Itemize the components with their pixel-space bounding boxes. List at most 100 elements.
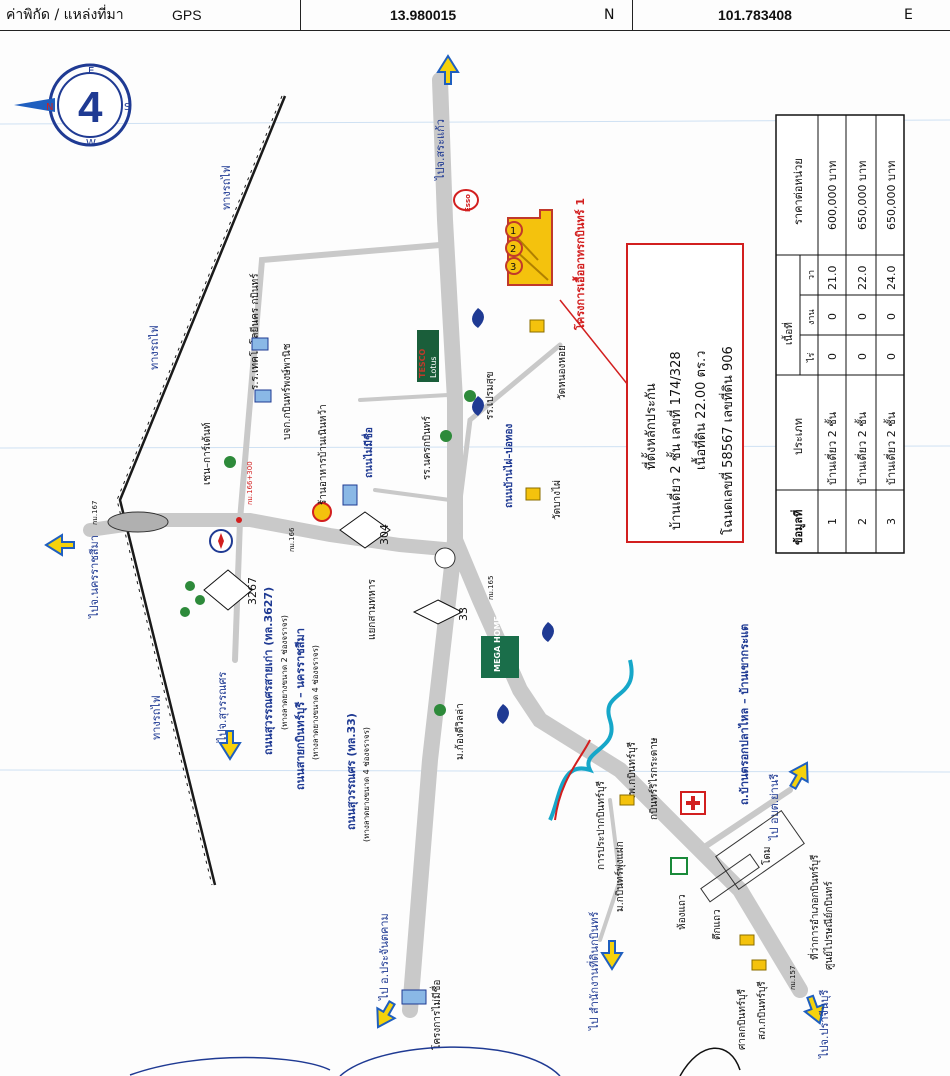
dome-building (700, 809, 805, 903)
label-police: สภ.กบินทร์บุรี (756, 981, 768, 1040)
row-no: 2 (856, 518, 869, 525)
compass-s: S (124, 102, 130, 113)
row-price: 650,000 บาท (885, 161, 898, 230)
label-no-name-road: ถนนไม่มีชื่อ (361, 427, 375, 478)
tree-icon (185, 581, 195, 591)
label-km167: กม.167 (91, 501, 99, 525)
row-wa: 21.0 (826, 266, 839, 291)
tree-icon (440, 430, 452, 442)
compass-w: W (86, 138, 96, 149)
signature-scribble (339, 1046, 561, 1076)
table-frame (775, 114, 905, 554)
label-km-marker: กม.166+300 (246, 461, 254, 505)
tree-icon (464, 390, 476, 402)
house-icons (525, 319, 767, 971)
tree-icon (224, 456, 236, 468)
compass-arrow-icon (14, 98, 55, 112)
label-road-ban-tonpla: ถ.บ้านตรอกปลาไหล – บ้านเขากระแต (737, 624, 751, 805)
label-school-nakhon: รร.นครกบินทร์ (421, 415, 433, 480)
label-court: ศาลกบินทร์บุรี (736, 988, 748, 1050)
label-to-land-office: ไป สำนักงานที่ดินกบินทร์ (586, 912, 601, 1031)
label-waterworks: การประปากบินทร์บุรี (595, 780, 607, 870)
road-obt (697, 787, 793, 853)
label-to-prachinburi: ไปจ.ปราจีนบุรี (818, 990, 831, 1059)
tree-icon (180, 607, 190, 617)
compass-4-icon: 4 (78, 83, 103, 132)
building-icons (251, 337, 427, 1005)
info-line-2: บ้านเดี่ยว 2 ชั้น เลขที่ 174/328 (666, 351, 684, 530)
table-sub-wa: วา (807, 270, 817, 280)
label-to-sa-kaeo: ไปจ.สระแก้ว (434, 119, 447, 181)
railway-line (118, 95, 287, 886)
compass-inner (57, 72, 123, 138)
row-rai: 0 (826, 353, 839, 360)
label-to-korat: ไปจ.นครราชสีมา (88, 535, 101, 619)
shell-icon (312, 502, 332, 522)
label-km165: กม.165 (487, 576, 495, 600)
row-no: 3 (885, 518, 898, 525)
row-price: 650,000 บาท (856, 161, 869, 230)
marker-2-label: 2 (510, 244, 516, 255)
header-divider (632, 0, 633, 30)
lotus-tesco-icon (417, 330, 439, 382)
label-road-korat: ถนนสายกบินทร์บุรี – นครราชสีมา (294, 628, 308, 790)
label-dome: โดม (760, 847, 773, 865)
railway-ticks (116, 95, 283, 886)
ptt-icons (472, 308, 554, 724)
rail-crossing (107, 511, 169, 533)
tree-icon (195, 595, 205, 605)
label-to-prachantakham: ไป อ.ประจันตคาม (378, 913, 391, 1001)
river (548, 659, 634, 821)
road-land-office (598, 798, 623, 942)
row-rai: 0 (885, 353, 898, 360)
label-project: โครงการเอื้ออาทรกบินทร์ 1 (572, 198, 587, 331)
label-route-304: 304 (378, 524, 391, 545)
label-tesco: TESCO (418, 348, 427, 378)
ptt-icon (497, 704, 509, 724)
house-icon (751, 959, 767, 971)
label-road-korat-sub: (ทางลาดยางขนาด 4 ช่องจราจร) (311, 645, 320, 760)
label-post-center: ศูนย์ไปรษณีย์กบินทร์ (823, 881, 835, 970)
latitude-suffix: N (604, 7, 615, 23)
label-mega-home: MEGA HOME (493, 616, 502, 672)
label-school-prem: รร.เปรมสุข (485, 371, 496, 420)
label-kabin-paper: กบินทร์ริไรกระดาษ (648, 737, 660, 820)
row-price: 600,000 บาท (826, 161, 839, 230)
label-wat-bang-phai: วัดบางไผ่ (551, 480, 563, 520)
marker-2-icon (505, 239, 523, 257)
row-rai: 0 (856, 353, 869, 360)
road-side (373, 488, 452, 502)
school-icon (251, 337, 269, 351)
longitude-suffix: E (904, 7, 913, 23)
label-to-suwannasorn: ไปจ.สุวรรณศร (216, 672, 229, 743)
coord-source: GPS (172, 7, 202, 23)
row-ngan: 0 (885, 313, 898, 320)
compass-e: E (88, 66, 94, 77)
row-type: บ้านเดี่ยว 2 ชั้น (883, 411, 898, 485)
table-header-type: ประเภท (792, 418, 805, 455)
label-km157: กม.157 (789, 966, 797, 990)
restaurant-icon (342, 484, 358, 506)
road-main-33 (432, 72, 808, 998)
road-network (83, 72, 808, 1018)
label-km166: กม.166 (288, 527, 296, 552)
label-junction: แยกสามทหาร (367, 579, 378, 640)
house-icon (619, 794, 635, 806)
label-hospital: รพ.กบินทร์บุรี (626, 741, 638, 800)
row-ngan: 0 (856, 313, 869, 320)
label-route-33: 33 (457, 607, 470, 621)
compass-n: N (46, 102, 53, 113)
signature-scribble (129, 1056, 331, 1076)
price-table: ข้อมูลที่ ประเภท เนื้อที่ ราคาต่อหน่วย ไ… (775, 114, 905, 554)
compass-rose: 4 N E S W (14, 63, 132, 149)
building-outline (700, 853, 760, 903)
row-ngan: 0 (826, 313, 839, 320)
label-no-name-project: โครงการไม่มีชื่อ (429, 980, 443, 1050)
label-shophouse: ห้องแถว (676, 894, 688, 930)
label-bank: บจก.กบินทร์พงษ์พานิช (281, 343, 293, 440)
ptt-icon (472, 396, 484, 416)
ptt-icon (472, 308, 484, 328)
row-type: บ้านเดี่ยว 2 ชั้น (854, 411, 869, 485)
tree-icons (180, 390, 476, 716)
marker-1-icon (505, 221, 523, 239)
